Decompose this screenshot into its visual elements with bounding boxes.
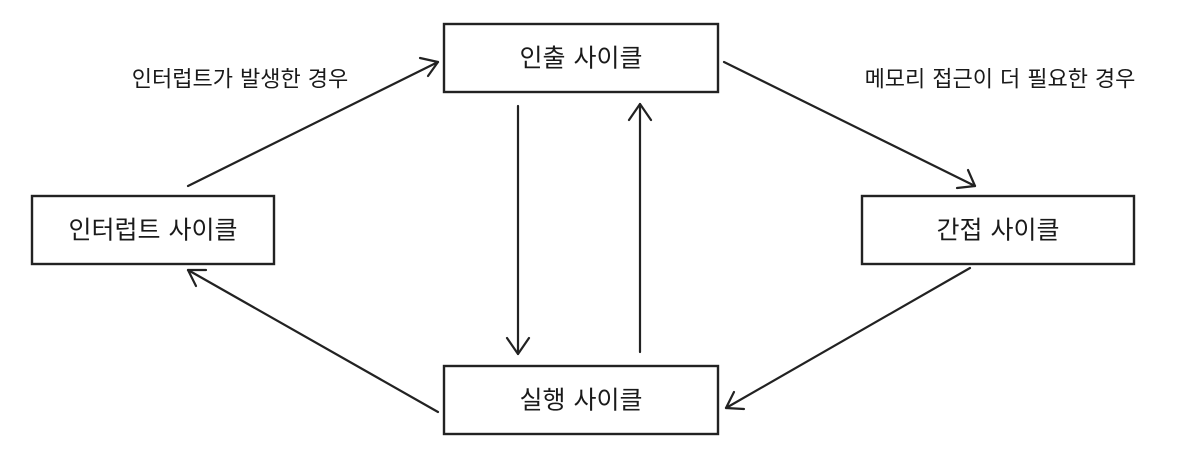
edge-label-interrupt-to-fetch: 인터럽트가 발생한 경우 bbox=[132, 68, 348, 93]
arrow-fetch-to-execute bbox=[505, 104, 531, 356]
edge-label-fetch-to-indirect: 메모리 접근이 더 필요한 경우 bbox=[865, 68, 1136, 93]
arrow-interrupt-to-fetch bbox=[186, 56, 440, 188]
node-indirect-cycle: 간접 사이클 bbox=[860, 194, 1136, 266]
node-fetch-cycle-label: 인출 사이클 bbox=[520, 44, 643, 73]
arrow-fetch-to-indirect bbox=[722, 60, 977, 190]
node-fetch-cycle: 인출 사이클 bbox=[442, 22, 720, 94]
node-execute-cycle-label: 실행 사이클 bbox=[520, 386, 643, 415]
node-execute-cycle: 실행 사이클 bbox=[442, 364, 720, 436]
node-interrupt-cycle-label: 인터럽트 사이클 bbox=[69, 216, 238, 245]
node-indirect-cycle-label: 간접 사이클 bbox=[937, 216, 1060, 245]
arrow-execute-to-fetch bbox=[627, 102, 653, 354]
arrow-execute-to-interrupt bbox=[186, 268, 440, 414]
arrow-indirect-to-execute bbox=[724, 266, 972, 411]
node-interrupt-cycle: 인터럽트 사이클 bbox=[30, 194, 276, 266]
